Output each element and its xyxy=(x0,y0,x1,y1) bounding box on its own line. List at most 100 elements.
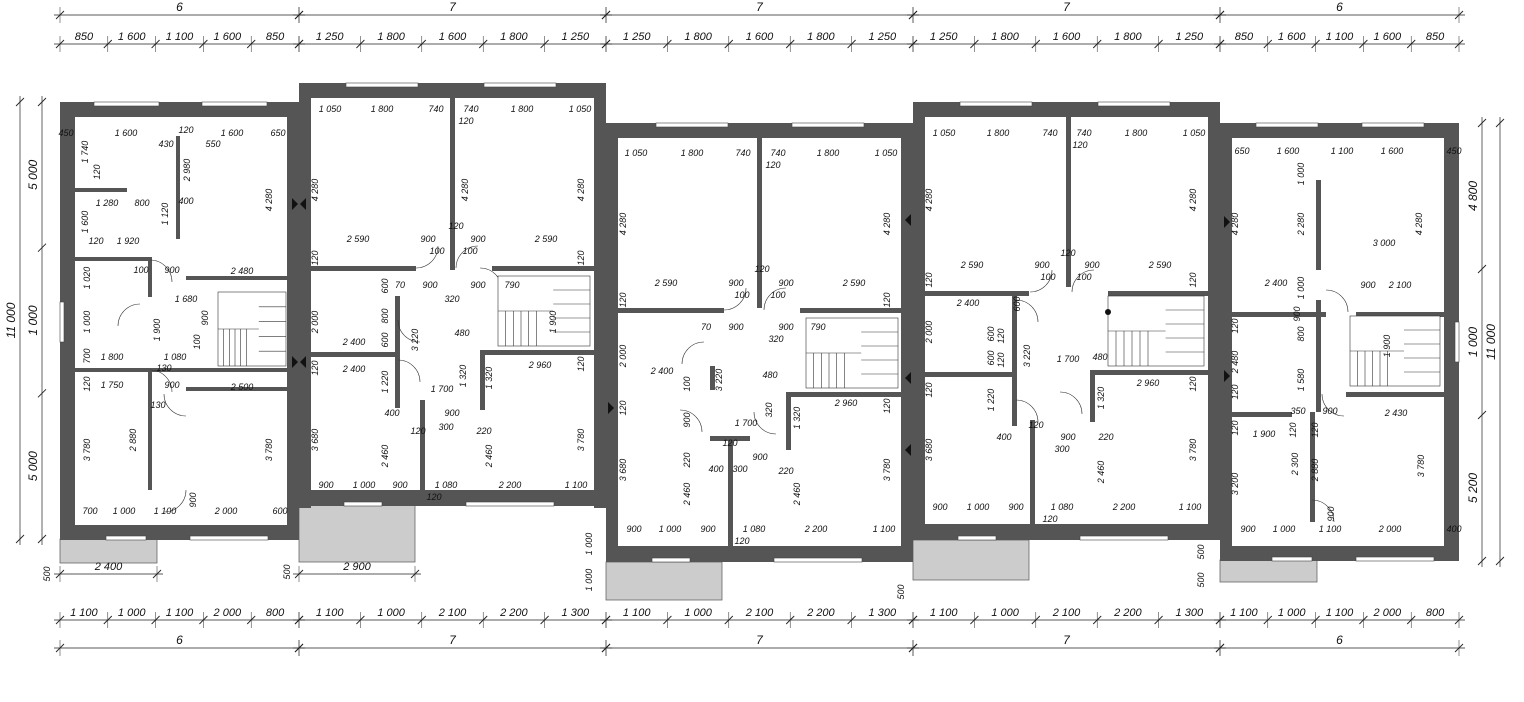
dimension-label: 1 800 xyxy=(1114,31,1142,43)
dimension-label: 220 xyxy=(475,426,491,436)
dimension-label: 120 xyxy=(1072,140,1087,150)
dimension-label: 900 xyxy=(200,310,210,325)
dimension-label: 11 000 xyxy=(1484,324,1498,360)
dimension-label: 120 xyxy=(310,360,320,375)
dimension-label: 1 800 xyxy=(101,352,124,362)
dimension-label: 1 000 xyxy=(377,607,405,619)
dimension-tick xyxy=(1477,410,1487,420)
dimension-label: 2 460 xyxy=(1096,461,1106,485)
dimension-label: 120 xyxy=(576,250,586,265)
dimension-label: 1 600 xyxy=(115,128,138,138)
dimension-label: 7 xyxy=(1063,0,1071,14)
dimension-label: 800 xyxy=(1426,607,1445,619)
dimension-label: 1 080 xyxy=(435,480,458,490)
dimension-label: 1 100 xyxy=(623,607,651,619)
dimension-label: 2 100 xyxy=(745,607,774,619)
dimension-label: 120 xyxy=(734,536,749,546)
dimension-label: 1 000 xyxy=(1466,327,1480,357)
dimension-label: 400 xyxy=(708,464,723,474)
dimension-label: 2 000 xyxy=(1378,524,1402,534)
dimension-label: 1 700 xyxy=(1057,354,1080,364)
staircases xyxy=(217,275,1441,389)
dimension-label: 480 xyxy=(1092,352,1107,362)
dimension-tick xyxy=(37,534,47,544)
dimension-tick xyxy=(1495,118,1505,128)
dimension-label: 1 250 xyxy=(930,31,958,43)
dimension-label: 1 100 xyxy=(166,607,194,619)
dimension-label: 4 280 xyxy=(1414,213,1424,236)
dimension-label: 120 xyxy=(754,264,769,274)
dimension-label: 1 100 xyxy=(565,480,588,490)
dimension-label: 1 920 xyxy=(117,236,140,246)
dimension-label: 2 960 xyxy=(834,398,858,408)
dimension-tick xyxy=(1477,556,1487,566)
dimension-label: 900 xyxy=(778,278,793,288)
dimension-label: 120 xyxy=(1230,318,1240,333)
dimension-label: 120 xyxy=(458,116,473,126)
dimension-label: 3 220 xyxy=(1022,345,1032,368)
dimension-label: 6 xyxy=(176,0,183,14)
dimension-label: 320 xyxy=(768,334,783,344)
dimension-label: 600 xyxy=(986,326,996,341)
dimension-label: 11 000 xyxy=(4,302,18,338)
dimension-label: 1 300 xyxy=(1176,607,1204,619)
dimension-label: 800 xyxy=(1296,326,1306,341)
dimension-label: 2 980 xyxy=(182,159,192,183)
dimension-label: 120 xyxy=(1230,384,1240,399)
dimension-label: 900 xyxy=(470,280,485,290)
dimension-label: 120 xyxy=(426,492,441,502)
dimension-label: 1 740 xyxy=(80,141,90,164)
dimension-label: 900 xyxy=(1240,524,1255,534)
interior-walls xyxy=(75,98,1444,546)
dimension-label: 4 280 xyxy=(1230,213,1240,236)
dimension-label: 5 200 xyxy=(1466,473,1480,503)
dimension-label: 4 280 xyxy=(1188,189,1198,212)
dimension-label: 2 460 xyxy=(792,483,802,507)
dimension-label: 4 800 xyxy=(1466,181,1480,211)
dimension-label: 3 780 xyxy=(576,429,586,452)
dimension-label: 1 600 xyxy=(1053,31,1081,43)
dimension-label: 850 xyxy=(266,31,285,43)
dimension-label: 1 300 xyxy=(869,607,897,619)
dimension-tick xyxy=(15,534,25,544)
dimension-label: 2 880 xyxy=(128,429,138,453)
dimension-label: 3 200 xyxy=(1230,473,1240,496)
entrance-markers xyxy=(292,198,1230,456)
dimension-label: 2 590 xyxy=(346,234,370,244)
dimension-label: 1 050 xyxy=(625,148,648,158)
dimension-label: 400 xyxy=(1446,524,1461,534)
dimension-label: 7 xyxy=(449,633,457,647)
dimension-label: 2 430 xyxy=(1384,408,1408,418)
dimension-label: 1 100 xyxy=(1326,31,1354,43)
dimension-label: 1 600 xyxy=(1278,31,1306,43)
dimension-label: 900 xyxy=(1326,506,1336,521)
dimension-label: 600 xyxy=(986,350,996,365)
dimension-label: 900 xyxy=(728,278,743,288)
dimension-label: 1 700 xyxy=(431,384,454,394)
dimension-label: 7 xyxy=(1063,633,1071,647)
dimension-label: 900 xyxy=(164,380,179,390)
dimension-label: 1 000 xyxy=(1278,607,1306,619)
dimension-label: 2 400 xyxy=(342,364,366,374)
dimension-label: 700 xyxy=(82,506,97,516)
dimension-label: 1 600 xyxy=(118,31,146,43)
dimension-label: 430 xyxy=(158,139,173,149)
dimension-label: 120 xyxy=(576,356,586,371)
dimension-label: 900 xyxy=(682,412,692,427)
dimension-label: 900 xyxy=(1008,502,1023,512)
dimension-label: 900 xyxy=(728,322,743,332)
dimension-label: 2 880 xyxy=(1310,459,1320,483)
dimension-label: 2 400 xyxy=(1264,278,1288,288)
dimension-label: 1 080 xyxy=(164,352,187,362)
dimension-label: 130 xyxy=(150,400,165,410)
dimension-label: 500 xyxy=(282,564,292,579)
dimension-label: 1 580 xyxy=(1296,369,1306,392)
dimension-label: 1 000 xyxy=(1296,277,1306,300)
dimension-label: 120 xyxy=(882,292,892,307)
dimension-label: 120 xyxy=(996,328,1006,343)
dimension-label: 1 800 xyxy=(681,148,704,158)
dimension-label: 1 600 xyxy=(1277,146,1300,156)
